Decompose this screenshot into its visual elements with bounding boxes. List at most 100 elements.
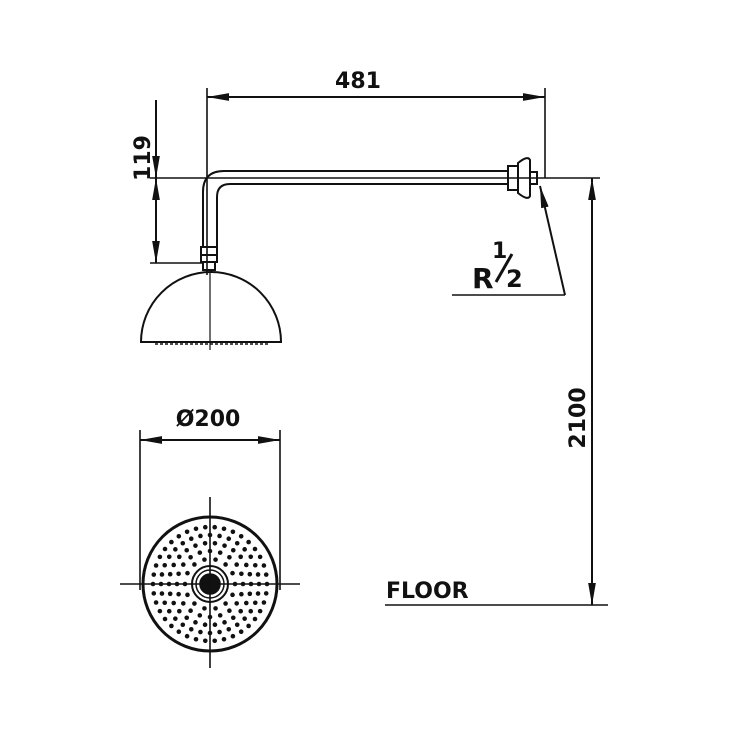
- nozzle-dot: [230, 547, 236, 553]
- nozzle-dot: [159, 591, 165, 596]
- nozzle-dot: [226, 626, 232, 632]
- nozzle-dot: [188, 555, 193, 560]
- nozzle-dot: [248, 554, 254, 560]
- nozzle-dot: [184, 529, 190, 535]
- nozzle-dot: [247, 591, 253, 597]
- nozzle-dot: [246, 539, 251, 545]
- nozzle-dot: [162, 616, 168, 622]
- nozzle-dot: [246, 623, 251, 629]
- nozzle-dot: [223, 562, 228, 567]
- nozzle-dot: [238, 608, 243, 614]
- nozzle-dot: [221, 636, 227, 642]
- nozzle-dot: [252, 600, 258, 606]
- nozzle-dot: [188, 626, 194, 632]
- nozzle-dot: [166, 608, 172, 614]
- nozzle-dot: [212, 524, 218, 530]
- nozzle-dot: [255, 572, 261, 577]
- nozzle-dot: [197, 550, 203, 555]
- nozzle-dot: [193, 636, 199, 642]
- nozzle-dot: [248, 608, 254, 614]
- nozzle-dot: [212, 540, 218, 546]
- nozzle-dot: [213, 606, 218, 611]
- nozzle-dot: [188, 536, 194, 542]
- nozzle-dot: [173, 616, 178, 621]
- nozzle-dot: [185, 592, 190, 598]
- nozzle-dot: [184, 633, 190, 639]
- nozzle-dot: [180, 540, 186, 546]
- nozzle-dot: [230, 529, 236, 535]
- nozzle-dot: [193, 620, 198, 625]
- nozzle-dot: [177, 608, 182, 614]
- svg-text:2: 2: [506, 265, 523, 293]
- nozzle-dot: [185, 570, 190, 576]
- nozzle-dot: [234, 622, 240, 628]
- nozzle-dot: [252, 562, 258, 568]
- svg-text:R: R: [472, 262, 494, 295]
- shower-head-front: [120, 497, 300, 668]
- nozzle-dot: [238, 533, 244, 539]
- nozzle-dot: [261, 563, 267, 568]
- thread-leader: [452, 185, 566, 296]
- nozzle-dot: [242, 547, 247, 552]
- nozzle-dot: [184, 615, 190, 621]
- nozzle-dot: [239, 591, 244, 597]
- nozzle-dot: [157, 608, 163, 614]
- nozzle-dot: [212, 622, 218, 628]
- nozzle-dot: [212, 638, 218, 644]
- nozzle-dot: [230, 615, 236, 621]
- nozzle-dot: [159, 572, 165, 577]
- label-drop-height: 119: [131, 135, 156, 181]
- dimension-arm-length: [206, 88, 546, 275]
- nozzle-dot: [234, 601, 239, 606]
- nozzle-dot: [202, 622, 208, 628]
- nozzle-dot: [202, 557, 207, 562]
- nozzle-dot: [227, 608, 232, 613]
- nozzle-dot: [238, 554, 243, 560]
- nozzle-dot: [193, 526, 199, 532]
- nozzle-dot: [198, 533, 203, 539]
- nozzle-dot: [257, 608, 263, 614]
- nozzle-dot: [261, 600, 267, 605]
- nozzle-dot: [223, 601, 228, 606]
- nozzle-dot: [244, 600, 249, 606]
- nozzle-dot: [151, 572, 157, 577]
- nozzle-dot: [239, 571, 244, 577]
- nozzle-dot: [238, 629, 244, 635]
- nozzle-dot: [151, 591, 157, 596]
- nozzle-dot: [234, 562, 239, 567]
- nozzle-dot: [153, 600, 159, 605]
- nozzle-dot: [222, 543, 227, 548]
- label-mount-height: 2100: [566, 387, 591, 448]
- nozzle-dot: [193, 543, 198, 548]
- nozzle-dot: [247, 571, 253, 577]
- label-arm-length: 481: [335, 69, 381, 94]
- nozzle-dot: [171, 562, 176, 568]
- nozzle-dot: [169, 539, 174, 545]
- dimension-drop-height: [150, 100, 600, 264]
- nozzle-dot: [176, 629, 182, 635]
- nozzle-dot: [162, 600, 168, 606]
- nozzle-dot: [202, 638, 208, 644]
- nozzle-dot: [180, 622, 186, 628]
- dimension-mount-height: [385, 178, 608, 606]
- nozzle-dot: [181, 562, 186, 567]
- nozzle-dot: [217, 550, 223, 555]
- nozzle-dot: [202, 606, 207, 611]
- nozzle-dot: [197, 613, 203, 618]
- nozzle-dot: [242, 616, 247, 621]
- shower-head-side: [139, 271, 283, 350]
- nozzle-dot: [226, 536, 232, 542]
- nozzle-dot: [217, 613, 223, 618]
- nozzle-dot: [198, 629, 203, 635]
- nozzle-dot: [162, 546, 168, 552]
- nozzle-dot: [244, 562, 249, 568]
- nozzle-dot: [184, 547, 190, 553]
- nozzle-dot: [257, 554, 263, 560]
- nozzle-dot: [227, 555, 232, 560]
- label-floor: FLOOR: [386, 579, 469, 604]
- nozzle-dot: [167, 571, 173, 577]
- nozzle-dot: [252, 546, 258, 552]
- nozzle-dot: [171, 600, 176, 606]
- nozzle-dot: [221, 526, 227, 532]
